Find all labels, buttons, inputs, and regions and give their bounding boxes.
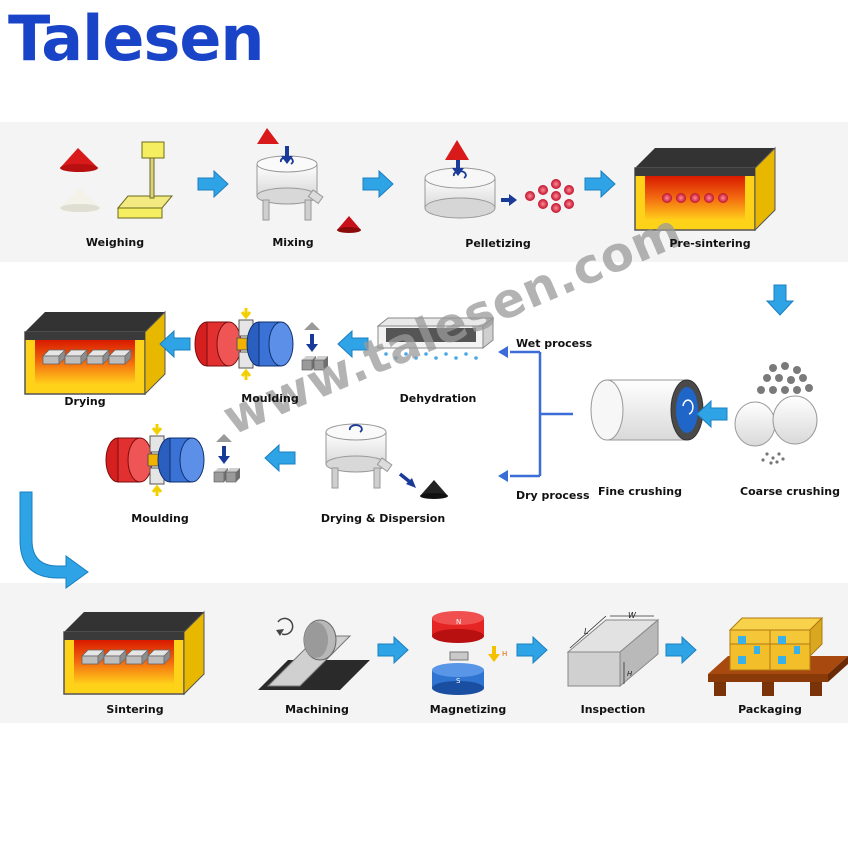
field-h-label: H [502, 650, 507, 658]
moulding-press-dry [104, 422, 206, 498]
machining-illustration [258, 617, 370, 690]
label-presintering: Pre-sintering [669, 237, 751, 250]
arrow-magnetizing-inspection [516, 636, 548, 664]
dim-height-label: H [627, 670, 633, 678]
arrow-down-to-coarse [766, 284, 794, 316]
inspection-block: L W H [566, 611, 660, 688]
label-moulding-wet: Moulding [241, 392, 299, 405]
label-sintering: Sintering [106, 703, 164, 716]
label-moulding-dry: Moulding [131, 512, 189, 525]
label-mixing: Mixing [272, 236, 314, 249]
label-wet-process: Wet process [516, 337, 593, 350]
powder-cubes-dry [213, 434, 241, 483]
label-pelletizing: Pelletizing [465, 237, 531, 250]
label-coarse-crushing: Coarse crushing [740, 485, 840, 498]
process-split-bracket [510, 350, 573, 478]
arrow-weighing-mixing [197, 170, 229, 198]
arrow-machining-magnetizing [377, 636, 409, 664]
pelletizing-illustration [424, 140, 574, 219]
label-inspection: Inspection [580, 703, 646, 716]
presintering-furnace [634, 147, 776, 231]
drying-furnace [24, 311, 166, 395]
mixing-illustration [256, 128, 361, 233]
arrow-mixing-pelletizing [362, 170, 394, 198]
dehydration-illustration [376, 316, 495, 360]
label-drying: Drying [64, 395, 106, 408]
north-pole-label: N [456, 618, 461, 626]
talesen-logo: Talesen [8, 2, 265, 75]
sintering-furnace [63, 611, 205, 695]
bent-arrow-to-sintering [19, 491, 89, 589]
south-pole-label: S [456, 677, 461, 685]
label-magnetizing: Magnetizing [429, 703, 507, 716]
magnetizing-illustration: N H S [432, 611, 507, 695]
label-dry-process: Dry process [516, 489, 590, 502]
coarse-crushing-rollers [734, 362, 818, 465]
arrow-pelletizing-presintering [584, 170, 616, 198]
arrow-drying-moulding-dry [264, 444, 296, 472]
packaging-pallet [708, 616, 848, 696]
label-fine-crushing: Fine crushing [597, 485, 683, 498]
label-packaging: Packaging [738, 703, 802, 716]
weighing-illustration [60, 141, 174, 219]
fine-crushing-mill [590, 379, 704, 441]
dim-length-label: L [584, 627, 588, 636]
label-machining: Machining [285, 703, 349, 716]
label-dehydration: Dehydration [399, 392, 477, 405]
arrow-inspection-packaging [665, 636, 697, 664]
dim-width-label: W [628, 611, 637, 620]
label-weighing: Weighing [85, 236, 145, 249]
powder-cubes-wet [301, 322, 329, 371]
drying-dispersion-mixer [325, 423, 448, 499]
label-drying-dispersion: Drying & Dispersion [320, 512, 446, 525]
